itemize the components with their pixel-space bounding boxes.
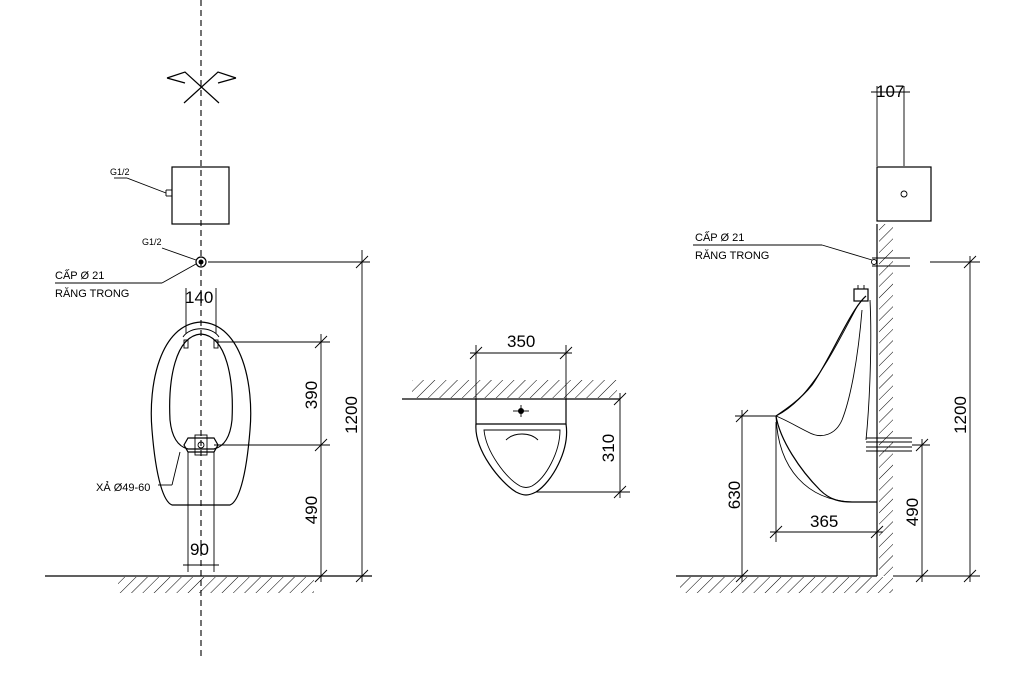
- dim-390: 390: [302, 381, 321, 409]
- top-urinal-back: [475, 399, 567, 425]
- urinal-front-bowl: [169, 333, 233, 450]
- front-view: G1/2 G1/2 CẤP Ø 21 RĂNG TRONG XẢ Ø49-60 …: [45, 0, 372, 660]
- dim-630: 630: [725, 481, 744, 509]
- supply-label-line1: CẤP Ø 21: [55, 269, 104, 282]
- side-view: 107 CẤP Ø 21 RĂNG TRONG 630: [676, 82, 980, 593]
- dim-90: 90: [190, 540, 209, 559]
- supply-connector: [195, 256, 207, 268]
- urinal-front-body: [150, 321, 252, 506]
- dim-140: 140: [185, 288, 213, 307]
- dim-1200-front: 1200: [342, 396, 361, 434]
- valve-symbol: [166, 71, 237, 104]
- dim-107: 107: [876, 82, 904, 101]
- valve-thread-label: G1/2: [142, 237, 162, 247]
- top-urinal-outline: [475, 423, 568, 496]
- dim-350: 350: [507, 332, 535, 351]
- top-view: 350 310: [402, 332, 630, 499]
- dim-490-front: 490: [302, 496, 321, 524]
- dim-365: 365: [810, 512, 838, 531]
- side-spud: [853, 288, 869, 302]
- side-supply-line1: CẤP Ø 21: [695, 231, 744, 244]
- side-supply-line2: RĂNG TRONG: [695, 249, 769, 262]
- dim-490-side: 490: [903, 498, 922, 526]
- dim-310: 310: [599, 434, 618, 462]
- supply-small-label: G1/2: [110, 167, 130, 177]
- side-flush-box: [876, 166, 932, 222]
- supply-label-line2: RĂNG TRONG: [55, 287, 129, 300]
- drain-label: XẢ Ø49-60: [96, 481, 150, 494]
- dim-1200-side: 1200: [951, 396, 970, 434]
- flush-box: [171, 166, 230, 225]
- urinal-side-outline: [775, 295, 877, 503]
